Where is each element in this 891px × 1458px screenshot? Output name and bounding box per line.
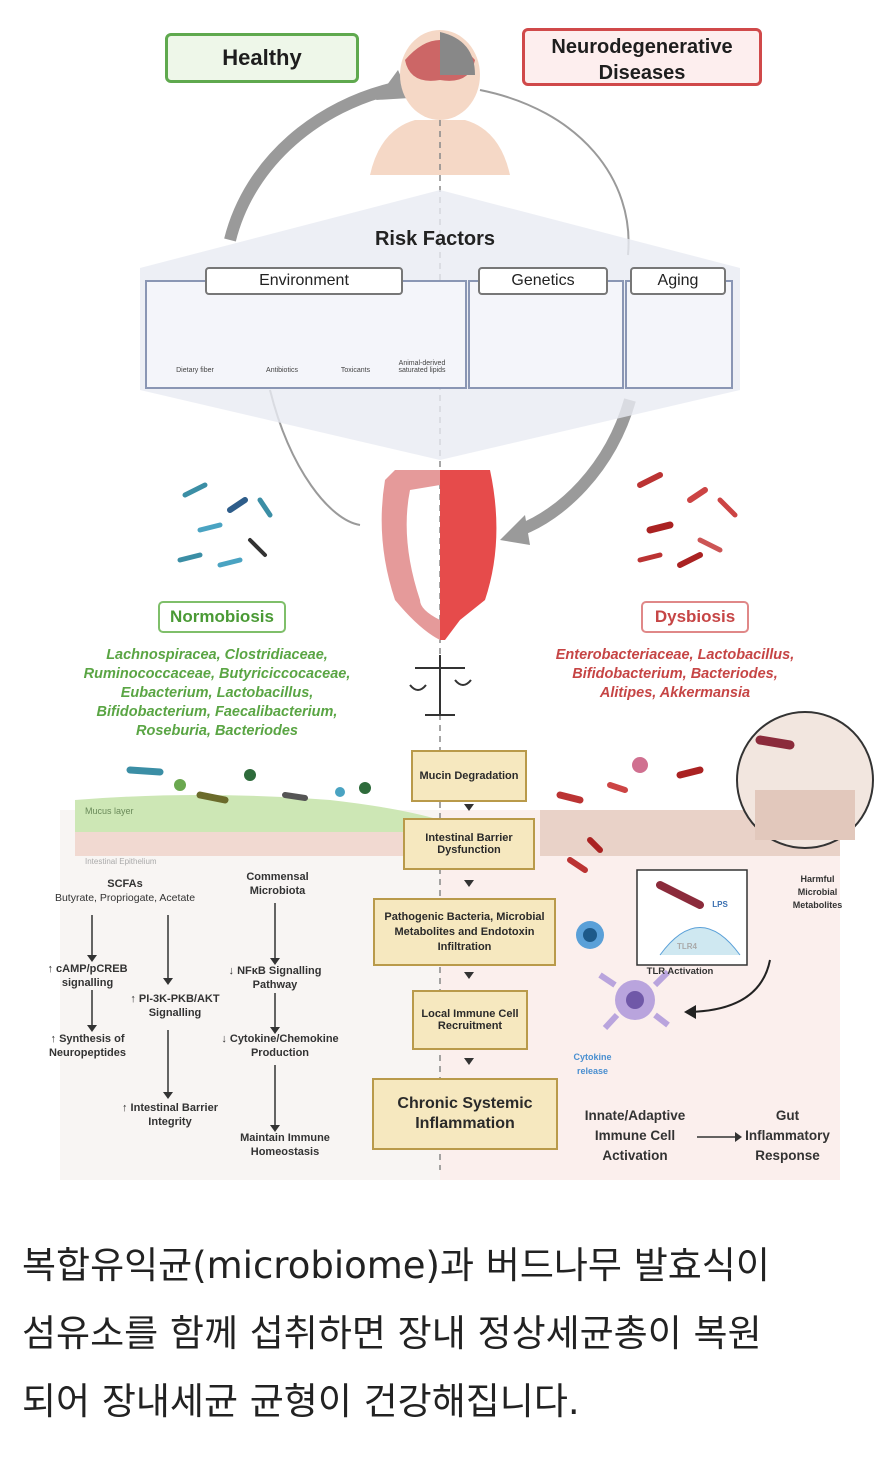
genetics-box	[468, 280, 624, 389]
risk-factors-title: Risk Factors	[374, 228, 496, 250]
flow-pathogenic-infiltration: Pathogenic Bacteria, Microbial Metabolit…	[373, 898, 556, 966]
env-label-lipids: Animal-derived saturated lipids	[398, 360, 446, 374]
scfas-sub-label: Butyrate, Propriogate, Acetate	[54, 892, 196, 904]
normobiosis-species: Lachnospiracea, Clostridiaceae, Ruminoco…	[58, 646, 376, 741]
figure-artwork	[60, 30, 874, 1180]
caption-line-3: 되어 장내세균 균형이 건강해집니다.	[22, 1380, 580, 1423]
camp-label: ↑ cAMP/pCREB signalling	[47, 963, 128, 989]
pi3k-label: ↑ PI-3K-PKB/AKT Signalling	[130, 993, 220, 1019]
env-label-toxicants: Toxicants	[340, 367, 371, 374]
neuro-line-2: Diseases	[598, 62, 686, 84]
cycle-arrow-down	[517, 398, 636, 536]
dys-species-2: Bifidobacterium, Bacteriodes,	[572, 666, 778, 682]
magnified-epithelium-inset	[736, 711, 874, 849]
innate-adaptive-label: Innate/Adaptive Immune Cell Activation	[584, 1108, 686, 1163]
nfkb-label: ↓ NFκB Signalling Pathway	[228, 965, 322, 991]
aging-tab: Aging	[630, 267, 726, 295]
flow-chronic-inflammation: Chronic Systemic Inflammation	[372, 1078, 558, 1150]
dysbiosis-species: Enterobacteriaceae, Lactobacillus, Bifid…	[540, 646, 810, 703]
dys-species-1: Enterobacteriaceae, Lactobacillus,	[555, 647, 795, 663]
commensal-label: Commensal Microbiota	[246, 871, 309, 897]
mucus-bacteria	[126, 766, 371, 804]
immune-cell-icon	[576, 921, 604, 949]
tlr-inset	[636, 869, 748, 966]
cytokine-release-label: Cytokine release	[573, 1052, 612, 1076]
caption-line-1: 복합유익균(microbiome)과 버드나무 발효식이	[22, 1244, 770, 1287]
flow-barrier-dysfunction: Intestinal Barrier Dysfunction	[403, 818, 535, 870]
neuro-line-1: Neurodegenerative	[551, 36, 733, 58]
normo-species-3: Eubacterium, Lactobacillus,	[120, 685, 314, 701]
colon-icon	[381, 470, 497, 640]
immune-homeostasis-label: Maintain Immune Homeostasis	[240, 1132, 330, 1158]
dysbiosis-label: Dysbiosis	[641, 601, 749, 633]
healthy-bacteria-cluster	[177, 482, 273, 568]
person-icon	[370, 30, 510, 175]
genetics-tab: Genetics	[478, 267, 608, 295]
balance-scale-icon	[409, 655, 472, 716]
lps-label: LPS	[712, 900, 728, 909]
normo-species-4: Bifidobacterium, Faecalibacterium,	[96, 704, 338, 720]
neurodegenerative-label: Neurodegenerative Diseases	[522, 28, 762, 86]
dysbiosis-gut-bacteria	[556, 757, 704, 873]
environment-tab: Environment	[205, 267, 403, 295]
caption: 복합유익균(microbiome)과 버드나무 발효식이 섬유소를 함께 섭취하…	[22, 1232, 872, 1436]
env-label-fiber: Dietary fiber	[176, 367, 214, 374]
normo-species-1: Lachnospiracea, Clostridiaceae,	[106, 647, 328, 663]
gut-inflammatory-label: Gut Inflammatory Response	[745, 1108, 830, 1163]
dysbiosis-bacteria-cluster	[637, 472, 738, 568]
flow-mucin-degradation: Mucin Degradation	[411, 750, 527, 802]
healthy-label: Healthy	[165, 33, 359, 83]
cycle-arrow-up	[224, 82, 397, 242]
normo-species-2: Ruminococcaceae, Butyriciccocaceae,	[83, 666, 351, 682]
figure: Healthy Neurodegenerative Diseases Risk …	[47, 28, 874, 1180]
neuropeptides-label: ↑ Synthesis of Neuropeptides	[48, 1033, 126, 1059]
tlr-activation-label: TLR Activation	[646, 966, 714, 977]
normobiosis-label: Normobiosis	[158, 601, 286, 633]
caption-line-2: 섬유소를 함께 섭취하면 장내 정상세균총이 복원	[22, 1312, 762, 1355]
mucus-layer-label: Mucus layer	[85, 806, 134, 816]
normo-species-5: Roseburia, Bacteriodes	[136, 723, 298, 739]
env-label-antibiotics: Antibiotics	[266, 367, 298, 374]
epithelium-label: Intestinal Epithelium	[85, 857, 157, 866]
aging-box	[625, 280, 733, 389]
dendritic-cell-icon	[598, 969, 671, 1031]
tlr4-label: TLR4	[677, 942, 697, 951]
scfas-label: SCFAs	[107, 878, 143, 890]
harmful-metabolites-label: Harmful Microbial Metabolites	[792, 874, 843, 910]
cytokine-production-label: ↓ Cytokine/Chemokine Production	[221, 1033, 339, 1059]
flow-immune-recruitment: Local Immune Cell Recruitment	[412, 990, 528, 1050]
dys-species-3: Alitipes, Akkermansia	[599, 685, 751, 701]
barrier-integrity-label: ↑ Intestinal Barrier Integrity	[122, 1102, 218, 1128]
